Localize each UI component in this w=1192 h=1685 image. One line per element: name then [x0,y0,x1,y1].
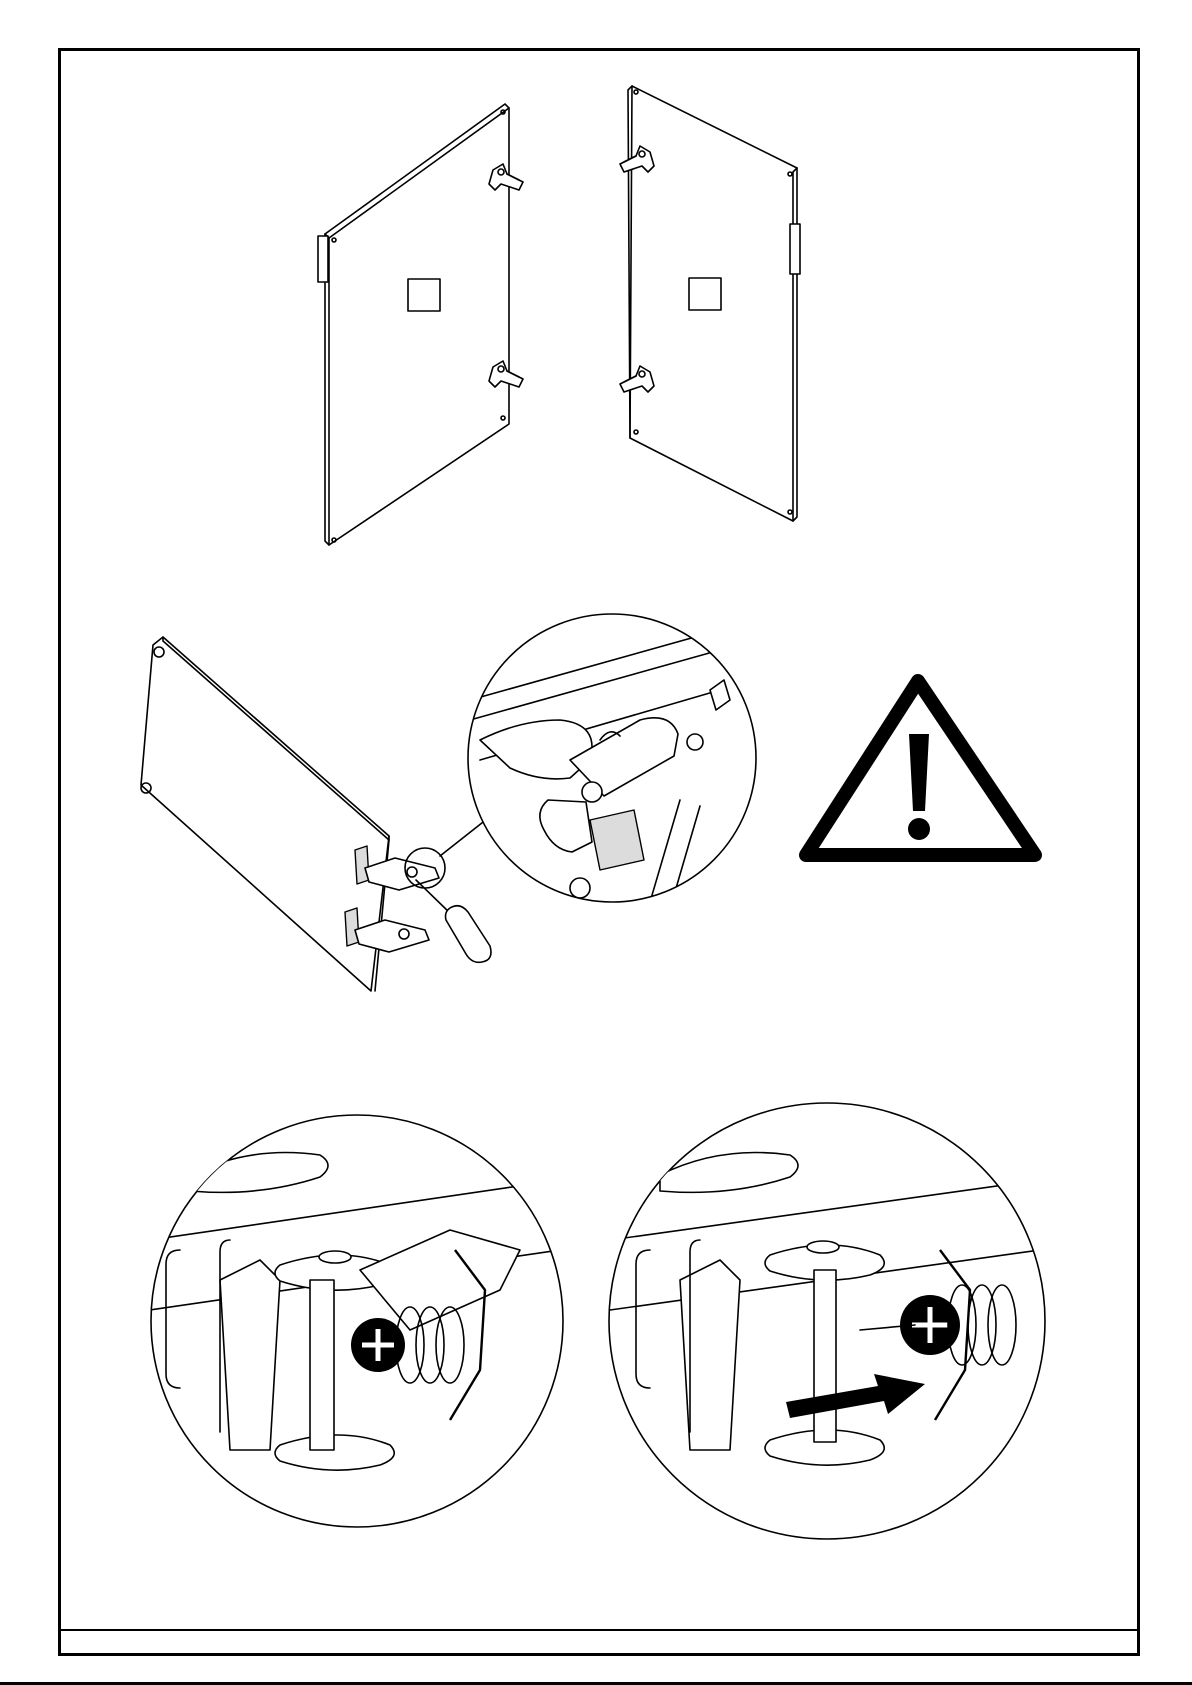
magnified-hinge-callout [468,614,756,902]
hinge-detail-before [150,1115,563,1527]
warning-triangle-icon [806,681,1035,855]
door-edge-strip [318,236,328,282]
screwdriver-icon [416,880,491,962]
left-door [318,104,523,545]
hinge-detail-after [609,1103,1045,1539]
right-door [620,86,800,521]
door-side-view [141,637,492,991]
label-square-icon [408,279,440,311]
door-edge-strip [790,224,800,274]
label-square-icon [689,278,721,310]
